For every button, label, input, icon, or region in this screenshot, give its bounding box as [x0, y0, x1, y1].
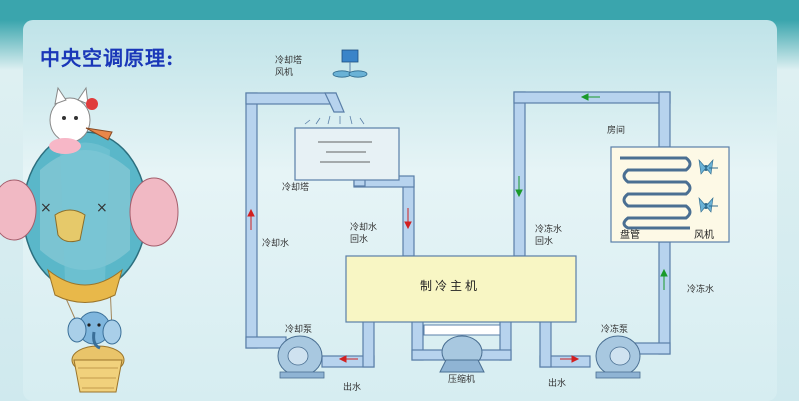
label-cooling-tower: 冷却塔	[282, 181, 309, 193]
fan-icon	[698, 159, 718, 175]
svg-text:×: ×	[96, 200, 108, 216]
label-cooling-return-line1: 冷却水	[350, 221, 377, 233]
label-cooling-return-line2: 回水	[350, 233, 368, 245]
label-chilled-return-line2: 回水	[535, 235, 553, 247]
elephant-illustration	[67, 311, 125, 393]
cooling-pump	[277, 335, 325, 379]
svg-text:×: ×	[40, 200, 52, 216]
fan-icon	[332, 49, 368, 78]
label-fan: 风机	[694, 228, 714, 241]
cooling-tower	[294, 115, 400, 181]
label-outlet-left: 出水	[343, 381, 361, 393]
label-cooling-water: 冷却水	[262, 237, 289, 249]
label-outlet-right: 出水	[548, 377, 566, 389]
compressor	[423, 324, 501, 373]
label-chilled-return-line1: 冷冻水	[535, 223, 562, 235]
flow-arrows-green	[515, 93, 668, 290]
label-cooling-pump: 冷却泵	[285, 323, 312, 335]
label-tower-fan-line2: 风机	[275, 66, 293, 78]
chilled-pump	[595, 335, 641, 379]
label-compressor: 压缩机	[448, 373, 475, 385]
cat-illustration	[49, 86, 113, 154]
label-tower-fan-line1: 冷却塔	[275, 54, 302, 66]
slide-title: 中央空调原理:	[40, 46, 175, 70]
flow-arrows-red	[247, 208, 580, 363]
room-coil-unit	[610, 146, 730, 243]
chiller-unit	[345, 255, 577, 323]
label-chilled-pump: 冷冻泵	[601, 323, 628, 335]
label-chiller: 制冷主机	[420, 279, 480, 293]
label-room: 房间	[607, 124, 625, 136]
balloon-elephant-illustration: × ×	[0, 131, 179, 331]
label-coil: 盘管	[620, 228, 640, 241]
fan-icon	[698, 197, 718, 213]
label-chilled-water: 冷冻水	[687, 283, 714, 295]
